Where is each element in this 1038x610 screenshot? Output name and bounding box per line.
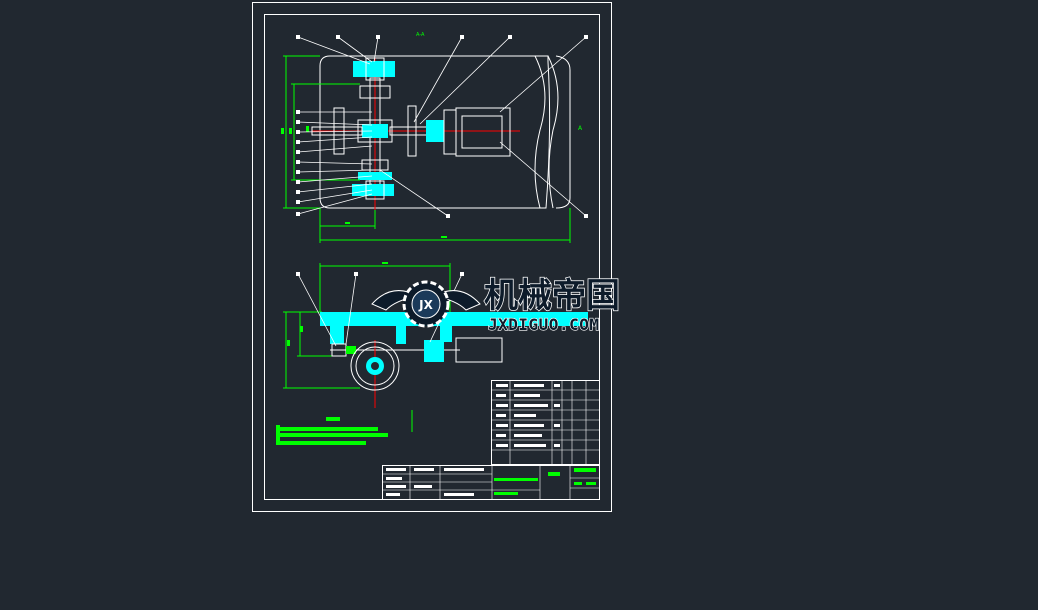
- gear-wings-icon: JX: [371, 280, 481, 328]
- elev-motor: [455, 337, 503, 363]
- elevation-dim-text: [287, 262, 388, 346]
- elevation-dimensions: [283, 263, 451, 389]
- motor-body: [455, 107, 511, 157]
- platform-support-mid: [396, 326, 406, 344]
- platform-support-left: [330, 326, 344, 344]
- technical-notes: [276, 417, 388, 445]
- elev-gear-left-fill: [346, 346, 356, 354]
- logo-text: JX: [418, 298, 433, 312]
- title-block-frame: [382, 465, 600, 500]
- plan-dim-text: [281, 126, 447, 238]
- large-gear-outer: [350, 341, 400, 391]
- lower-bearing-block: [361, 159, 389, 171]
- lower-gear-hub: [365, 180, 385, 200]
- parts-list: [491, 380, 600, 465]
- break-line-2: [547, 55, 559, 209]
- platform-deck: [320, 312, 588, 326]
- center-coupling: [362, 124, 388, 138]
- platform-support-right: [440, 326, 452, 342]
- base-plate-outline: [319, 55, 551, 209]
- motor-body-inner: [461, 115, 503, 149]
- parts-list-frame: [491, 380, 600, 465]
- large-gear-ring: [355, 346, 395, 386]
- motor-flange: [443, 109, 457, 155]
- leader-lines-plan: [297, 36, 587, 217]
- watermark-en: JXDIGUO.COM: [488, 315, 599, 334]
- break-line-1: [534, 55, 546, 209]
- title-block: [382, 465, 600, 500]
- lower-gear-1: [358, 172, 392, 180]
- site-watermark: JX 机械帝国 JXDIGUO.COM: [371, 275, 621, 335]
- elevation-view: [283, 262, 588, 408]
- top-bearing-block: [359, 85, 391, 99]
- view-label: A-A: [416, 32, 425, 38]
- watermark-cn: 机械帝国: [484, 276, 620, 316]
- motor-coupling: [426, 120, 444, 142]
- part-number-dots-plan: [296, 35, 588, 218]
- plate-right-edge: [555, 55, 571, 209]
- section-label: A: [578, 125, 583, 132]
- elev-coupling: [424, 340, 444, 362]
- right-disc: [407, 105, 417, 157]
- part-number-dots-elevation: [296, 272, 464, 276]
- top-gear: [353, 61, 395, 77]
- large-gear-bore: [371, 362, 379, 370]
- plan-view: A-A A: [281, 32, 588, 243]
- outer-frame: [252, 2, 612, 512]
